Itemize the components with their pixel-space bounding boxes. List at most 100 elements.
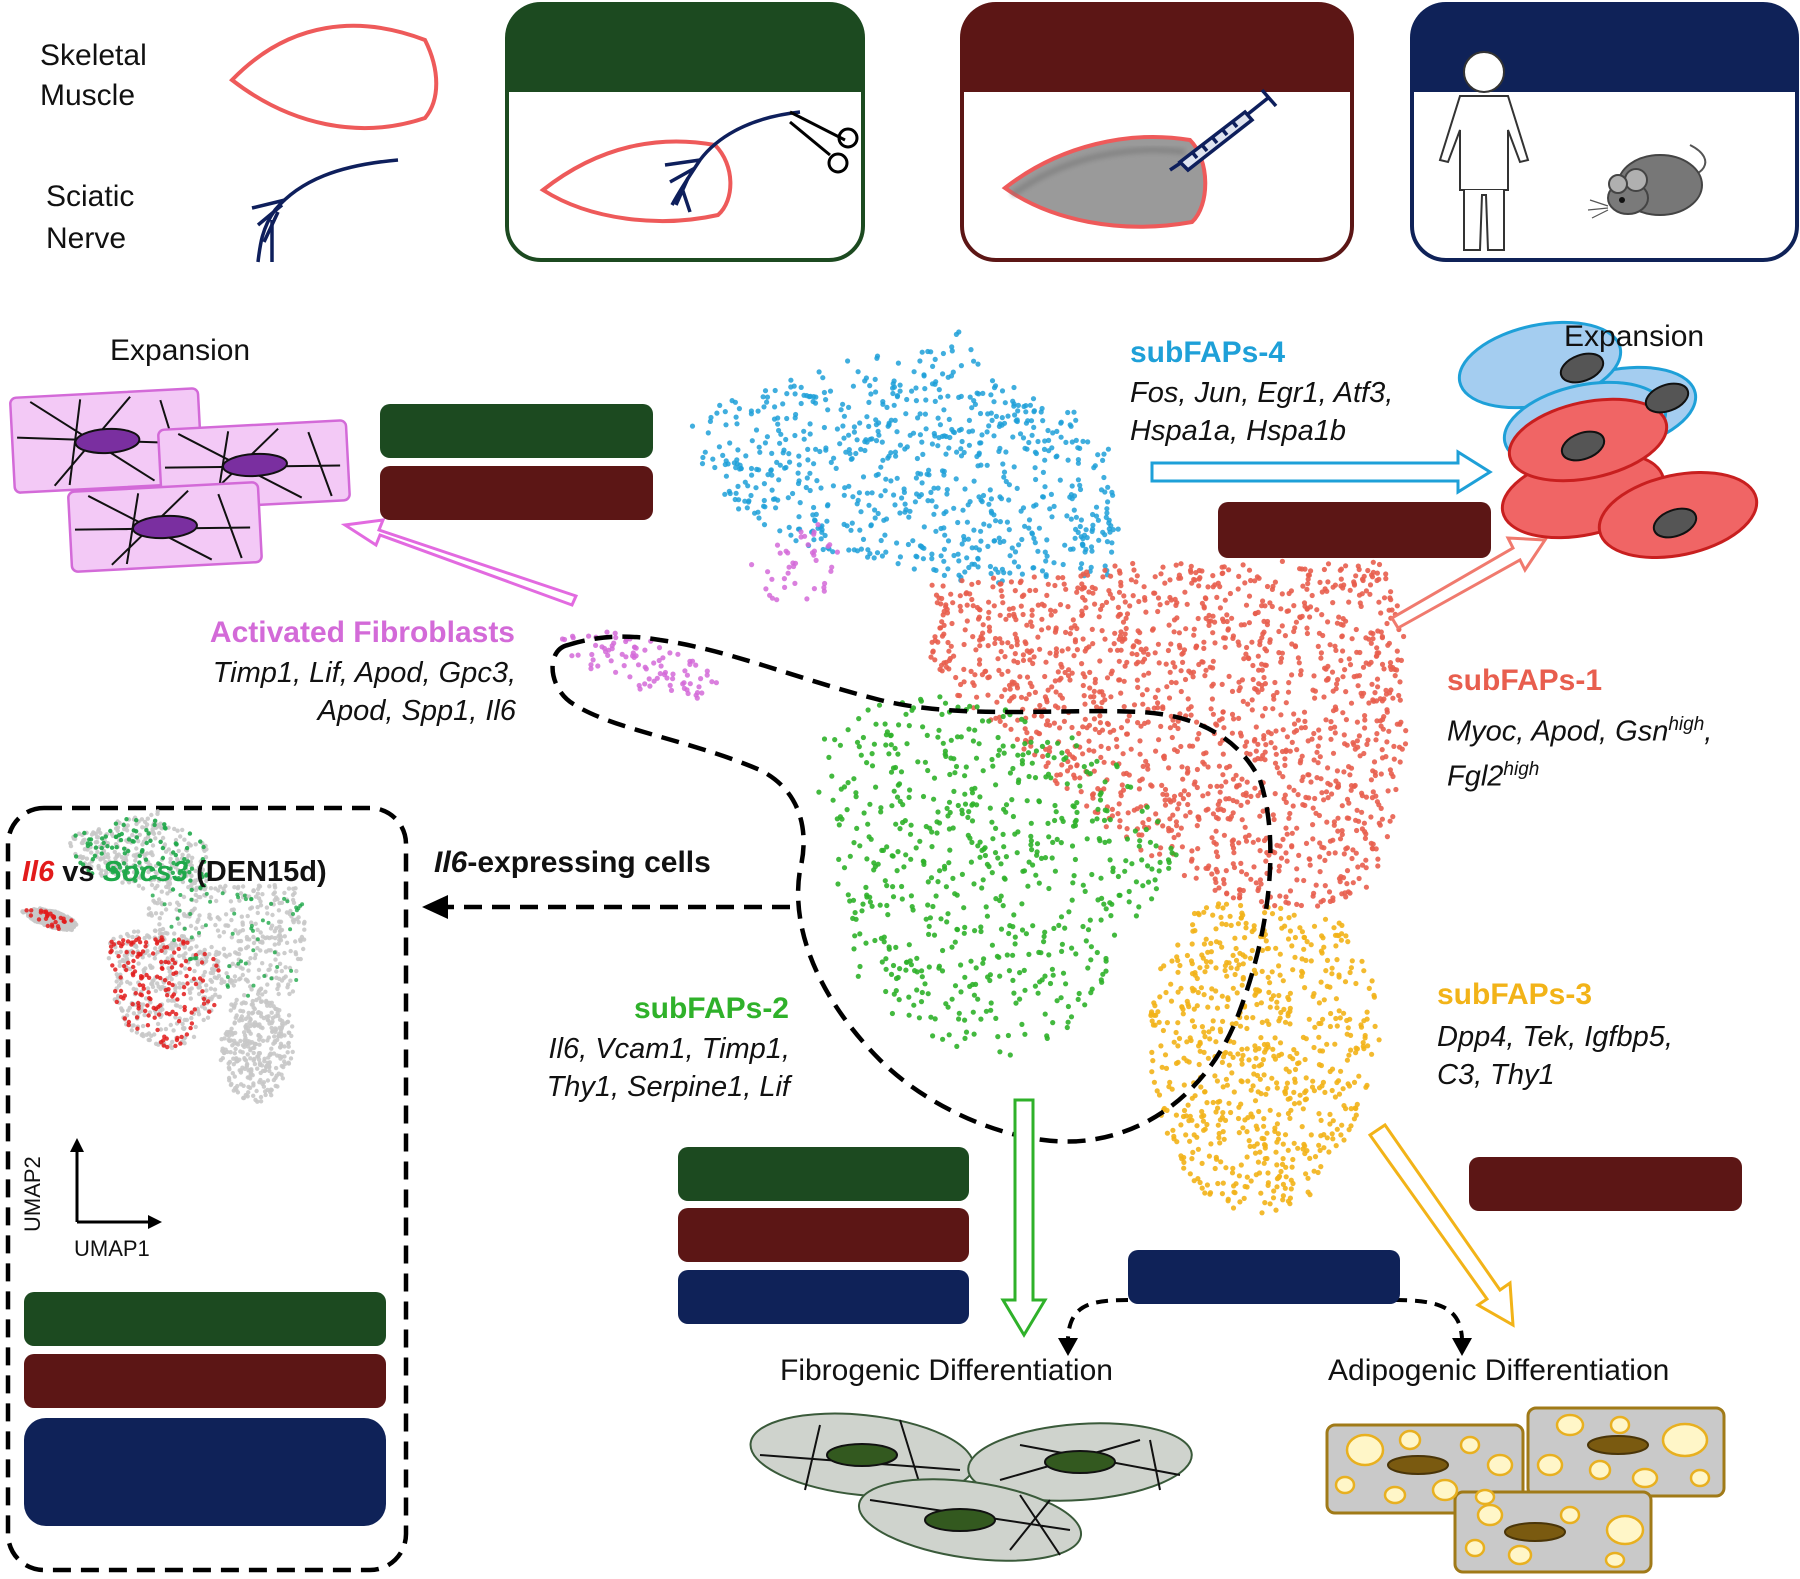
umap-point-subfaps3 [1272, 1125, 1278, 1131]
umap-point-subfaps1 [1236, 840, 1242, 846]
umap-point-subfaps3 [1292, 1079, 1298, 1085]
inset-point-background [112, 849, 118, 855]
umap-point-subfaps4 [921, 524, 927, 530]
umap-point-subfaps3 [1270, 993, 1277, 999]
umap-point-subfaps2 [889, 803, 895, 809]
umap-point-subfaps3 [1343, 1106, 1349, 1112]
umap-point-subfaps1 [1024, 622, 1030, 628]
umap-point-subfaps4 [975, 361, 981, 367]
umap-point-subfaps4 [892, 449, 899, 455]
umap-point-subfaps1 [1237, 685, 1243, 691]
umap-point-subfaps3 [1244, 1015, 1250, 1021]
umap-point-subfaps1 [1365, 567, 1371, 574]
umap-point-subfaps3 [1343, 933, 1349, 939]
umap-point-subfaps3 [1336, 974, 1342, 980]
umap-point-subfaps1 [1329, 791, 1335, 797]
umap-point-subfaps1 [1340, 710, 1346, 716]
umap-point-subfaps1 [1082, 701, 1088, 707]
umap-point-subfaps3 [1280, 1141, 1286, 1147]
umap-point-subfaps1 [1324, 588, 1330, 594]
umap-point-subfaps1 [1221, 877, 1227, 883]
umap-point-subfaps3 [1277, 951, 1283, 957]
umap-point-subfaps2 [1026, 773, 1032, 780]
umap-point-subfaps2 [826, 754, 832, 761]
umap-point-subfaps2 [930, 1033, 936, 1039]
umap-point-subfaps4 [807, 421, 813, 427]
umap-point-subfaps1 [1301, 709, 1308, 715]
umap-point-subfaps1 [1357, 649, 1363, 656]
umap-point-subfaps1 [1080, 671, 1086, 677]
inset-point-background [105, 852, 111, 857]
umap-point-subfaps4 [1009, 545, 1015, 551]
inset-umap-scatter [20, 809, 307, 1104]
umap-point-subfaps3 [1303, 1075, 1309, 1081]
umap-point-subfaps1 [1144, 687, 1150, 693]
umap-point-subfaps4 [903, 411, 909, 417]
umap-point-subfaps1 [1194, 865, 1200, 871]
umap-point-subfaps1 [1337, 567, 1343, 573]
umap-point-subfaps4 [911, 369, 917, 375]
umap-point-subfaps1 [1099, 727, 1106, 733]
umap-point-subfaps4 [944, 491, 950, 497]
umap-point-subfaps2 [981, 956, 987, 962]
umap-point-subfaps3 [1184, 1039, 1190, 1045]
umap-point-subfaps1 [1121, 704, 1127, 710]
inset-point-background [89, 832, 95, 837]
umap-point-subfaps1 [1186, 668, 1192, 674]
umap-point-subfaps2 [959, 871, 966, 878]
umap-point-subfaps4 [1105, 499, 1111, 505]
umap-point-subfaps1 [1298, 757, 1304, 764]
inset-point-background [233, 928, 238, 933]
umap-point-subfaps3 [1201, 1049, 1207, 1055]
inset-point-background [293, 952, 299, 957]
umap-point-subfaps4 [878, 493, 884, 499]
umap-point-subfaps4 [1057, 477, 1063, 483]
umap-point-subfaps3 [1312, 1024, 1318, 1030]
umap-point-subfaps2 [869, 763, 876, 769]
umap-point-subfaps2 [894, 794, 901, 800]
umap-point-subfaps1 [1207, 664, 1213, 670]
umap-point-subfaps1 [1080, 636, 1086, 642]
umap-point-subfaps4 [862, 447, 868, 454]
umap-point-activated [670, 676, 676, 682]
umap-point-subfaps4 [783, 436, 789, 443]
umap-point-subfaps2 [881, 939, 887, 945]
umap-point-subfaps1 [1315, 743, 1321, 749]
umap-point-subfaps1 [1359, 793, 1365, 799]
inset-point-background [180, 827, 185, 833]
umap-point-subfaps1 [1343, 717, 1349, 723]
umap-point-subfaps3 [1275, 1136, 1281, 1142]
umap-point-subfaps4 [888, 417, 894, 423]
umap-point-subfaps1 [1282, 756, 1288, 762]
inset-point-background [170, 1039, 175, 1045]
umap-point-subfaps1 [1143, 609, 1149, 615]
umap-point-subfaps4 [931, 511, 937, 517]
umap-point-subfaps4 [906, 514, 912, 520]
umap-point-subfaps2 [998, 926, 1005, 932]
umap-point-subfaps1 [1355, 683, 1361, 689]
umap-point-activated [637, 686, 643, 692]
umap-point-subfaps3 [1176, 1035, 1183, 1042]
umap-point-activated [654, 675, 660, 681]
umap-point-subfaps4 [850, 383, 857, 389]
umap-point-subfaps1 [1402, 741, 1409, 747]
umap-point-subfaps3 [1195, 1176, 1201, 1182]
umap-point-subfaps1 [987, 628, 993, 634]
umap-point-subfaps2 [984, 913, 991, 919]
umap-point-subfaps1 [1239, 817, 1245, 823]
inset-point-background [204, 983, 209, 988]
umap-point-subfaps4 [1053, 454, 1059, 460]
umap-point-subfaps3 [1210, 1018, 1216, 1024]
umap-point-subfaps1 [1017, 674, 1023, 680]
umap-point-subfaps1 [1270, 583, 1276, 589]
umap-point-subfaps4 [940, 371, 946, 377]
umap-point-subfaps1 [1223, 779, 1229, 785]
inset-point-background [216, 973, 222, 979]
umap-point-subfaps1 [1351, 582, 1358, 588]
umap-point-subfaps4 [920, 451, 926, 457]
umap-point-subfaps1 [1006, 612, 1012, 618]
umap-point-subfaps1 [1249, 697, 1255, 703]
umap-point-subfaps2 [918, 999, 925, 1005]
umap-point-subfaps4 [907, 508, 913, 514]
umap-point-subfaps2 [1107, 900, 1113, 906]
